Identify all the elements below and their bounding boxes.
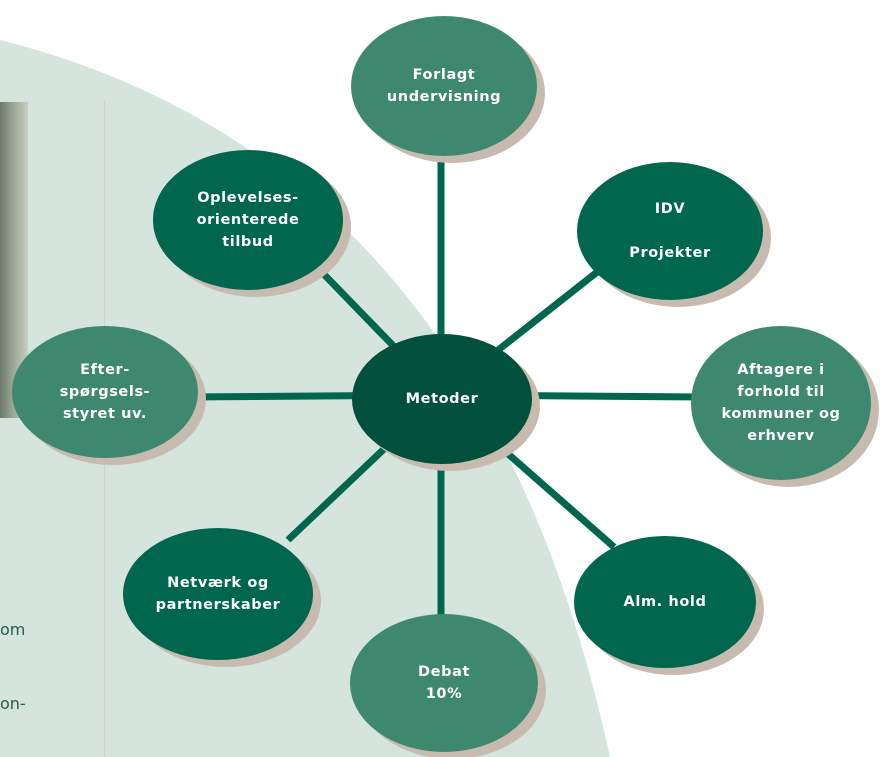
node-netvaerk-partnerskaber: Netværk og partnerskaber [123,528,313,660]
node-alm-hold: Alm. hold [574,536,756,668]
body-text-fragment: on- [0,694,26,713]
center-node-metoder: Metoder [352,334,532,464]
node-efterspoergselsstyret: Efter- spørgsels- styret uv. [12,326,198,458]
node-forlagt-undervisning: Forlagt undervisning [351,16,537,156]
node-oplevelsesorienterede: Oplevelses- orienterede tilbud [153,150,343,290]
node-aftagere: Aftagere i forhold til kommuner og erhve… [691,326,871,480]
node-debat: Debat 10% [350,614,538,752]
node-idv-projekter: IDV Projekter [577,162,763,300]
body-text-fragment: om [0,620,26,639]
